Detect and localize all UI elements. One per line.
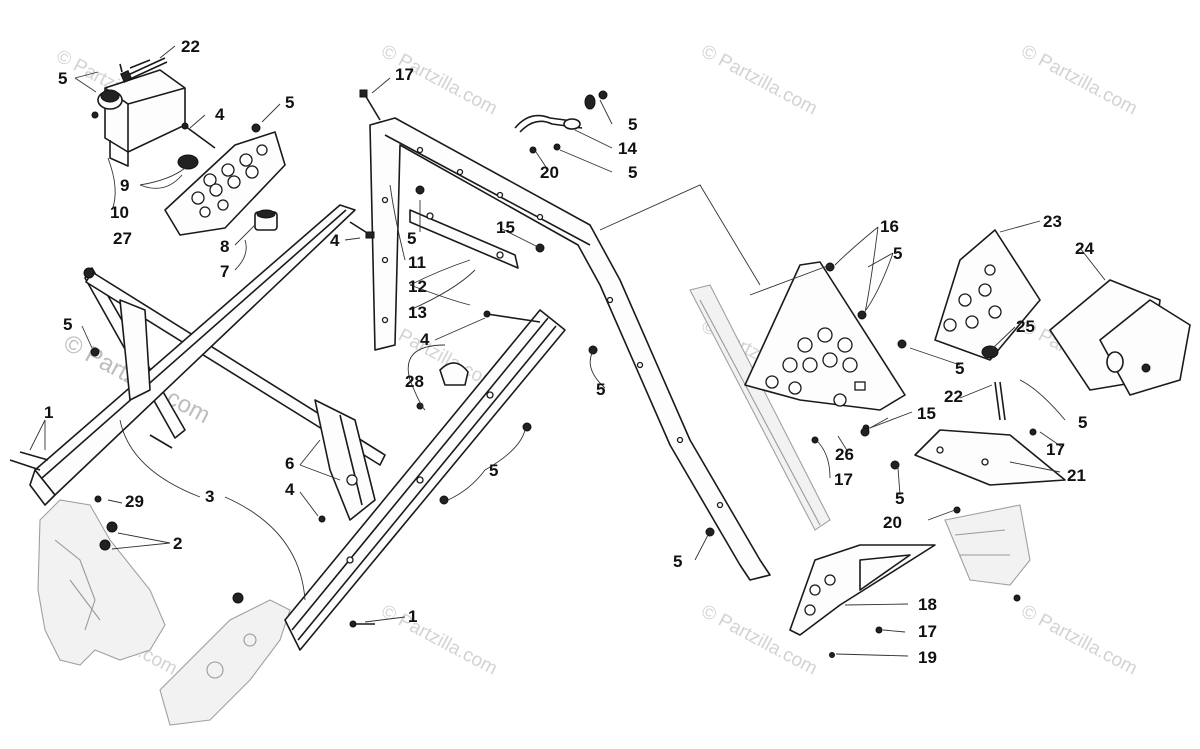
callout-29: 29	[125, 492, 144, 511]
callout-1: 1	[44, 403, 53, 422]
callout-3: 3	[205, 487, 214, 506]
part-14-bracket	[514, 94, 596, 133]
callout-2: 2	[173, 534, 182, 553]
part-11-main-bar	[369, 117, 771, 581]
part-3-rail-left	[29, 204, 356, 506]
frame-ghost-outline	[37, 499, 1031, 726]
part-24-module	[1049, 279, 1191, 396]
part-25-grommet	[981, 345, 999, 359]
callout-5: 5	[58, 69, 67, 88]
callout-5: 5	[407, 229, 416, 248]
callout-28: 28	[405, 372, 424, 391]
callout-24: 24	[1075, 239, 1094, 258]
callout-15: 15	[917, 404, 936, 423]
callout-4: 4	[215, 105, 225, 124]
callout-17: 17	[1046, 440, 1065, 459]
callout-18: 18	[918, 595, 937, 614]
part-3-rail-right	[284, 309, 566, 651]
callout-5: 5	[285, 93, 294, 112]
part-28-clamp	[439, 362, 469, 386]
callout-9: 9	[120, 176, 129, 195]
callout-1: 1	[408, 607, 417, 626]
callout-5: 5	[955, 359, 964, 378]
part-7-plate	[164, 131, 286, 236]
part-12-strap	[409, 209, 519, 269]
callout-21: 21	[1067, 466, 1086, 485]
callout-5: 5	[673, 552, 682, 571]
watermark-text: © Partzilla.com	[698, 41, 821, 120]
watermark-text: © Partzilla.com	[1018, 601, 1141, 680]
callout-10: 10	[110, 203, 129, 222]
callout-17: 17	[834, 470, 853, 489]
part-8-relay	[254, 209, 278, 231]
callout-17: 17	[395, 65, 414, 84]
callout-5: 5	[489, 461, 498, 480]
callout-27: 27	[113, 229, 132, 248]
fasteners	[9, 89, 1151, 658]
part-21-bracket	[914, 429, 1066, 486]
callout-17: 17	[918, 622, 937, 641]
callout-22: 22	[944, 387, 963, 406]
callout-19: 19	[918, 648, 937, 667]
callout-4: 4	[420, 330, 430, 349]
callout-22: 22	[181, 37, 200, 56]
callout-5: 5	[596, 380, 605, 399]
callout-23: 23	[1043, 212, 1062, 231]
callout-16: 16	[880, 217, 899, 236]
callout-13: 13	[408, 303, 427, 322]
callout-11: 11	[408, 253, 426, 272]
callout-4: 4	[285, 480, 295, 499]
callout-5: 5	[63, 315, 72, 334]
leader-lines	[29, 45, 1106, 657]
callout-5: 5	[895, 489, 904, 508]
callout-6: 6	[285, 454, 294, 473]
callout-5: 5	[893, 244, 902, 263]
part-22-screw-top	[120, 57, 168, 83]
part-tube-right	[689, 284, 831, 531]
callout-15: 15	[496, 218, 515, 237]
part-18-plate	[789, 544, 936, 636]
callout-26: 26	[835, 445, 854, 464]
callout-labels: 22 5 4 5 9 10 8 7 27 5 1 29 2 3 6 4 17 4…	[44, 37, 1094, 667]
callout-14: 14	[618, 139, 637, 158]
callout-8: 8	[220, 237, 229, 256]
callout-25: 25	[1016, 317, 1035, 336]
callout-5: 5	[1078, 413, 1087, 432]
callout-20: 20	[540, 163, 559, 182]
part-6-bracket	[119, 299, 376, 521]
part-23-plate	[934, 229, 1041, 361]
watermark-text: © Partzilla.com	[378, 601, 501, 680]
callout-12: 12	[408, 277, 427, 296]
callout-20: 20	[883, 513, 902, 532]
watermark-text: © Partzilla.com	[1018, 41, 1141, 120]
callout-5: 5	[628, 163, 637, 182]
callout-7: 7	[220, 262, 229, 281]
callout-4: 4	[330, 231, 340, 250]
part-16-plate	[744, 261, 906, 411]
callout-5: 5	[628, 115, 637, 134]
